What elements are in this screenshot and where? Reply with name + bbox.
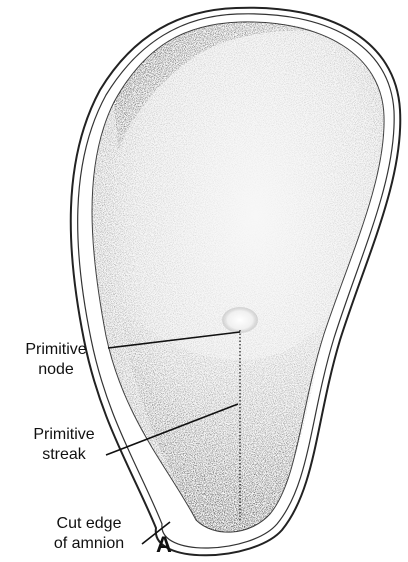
- label-primitive-streak-line1: Primitive: [12, 425, 116, 445]
- label-cut-edge-line1: Cut edge: [36, 514, 142, 534]
- label-primitive-node: Primitive node: [4, 340, 108, 380]
- primitive-node: [222, 307, 258, 333]
- panel-letter: A: [156, 532, 172, 558]
- label-primitive-node-line1: Primitive: [4, 340, 108, 360]
- label-cut-edge-of-amnion: Cut edge of amnion: [36, 514, 142, 554]
- label-cut-edge-line2: of amnion: [36, 534, 142, 554]
- label-primitive-node-line2: node: [4, 360, 108, 380]
- label-primitive-streak: Primitive streak: [12, 425, 116, 465]
- label-primitive-streak-line2: streak: [12, 445, 116, 465]
